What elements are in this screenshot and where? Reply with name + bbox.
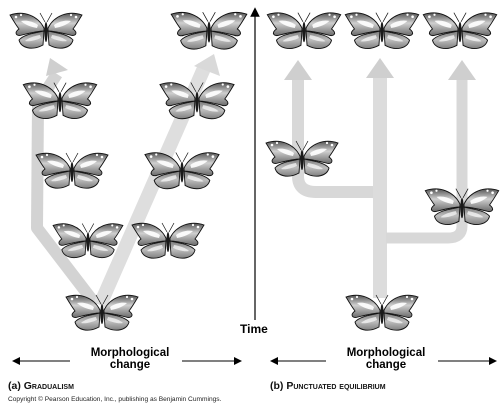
punctuated-lineage-center xyxy=(366,58,394,298)
morph-axis-label-b: Morphological change xyxy=(340,347,432,371)
butterfly-b-top-right xyxy=(423,13,496,49)
panel-title-a: (a) Gradualism xyxy=(8,380,74,392)
butterfly-b-top-center xyxy=(345,13,418,49)
butterfly-a-left-2 xyxy=(36,153,108,188)
butterfly-a-right-2 xyxy=(145,152,219,188)
butterfly-a-left-3 xyxy=(23,83,96,119)
butterfly-a-left-1 xyxy=(53,224,123,258)
butterfly-b-top-left xyxy=(267,13,340,49)
butterfly-b-base xyxy=(346,295,418,330)
butterfly-a-left-top xyxy=(10,13,82,48)
butterfly-a-right-top xyxy=(171,12,247,49)
morph-axis-label-a: Morphological change xyxy=(84,347,176,371)
panel-title-b: (b) Punctuated equilibrium xyxy=(270,380,386,392)
punctuated-lineage-left xyxy=(284,60,380,296)
time-axis-label: Time xyxy=(240,323,268,336)
copyright-notice: Copyright © Pearson Education, Inc., pub… xyxy=(8,396,221,403)
butterfly-a-right-1 xyxy=(132,223,204,258)
